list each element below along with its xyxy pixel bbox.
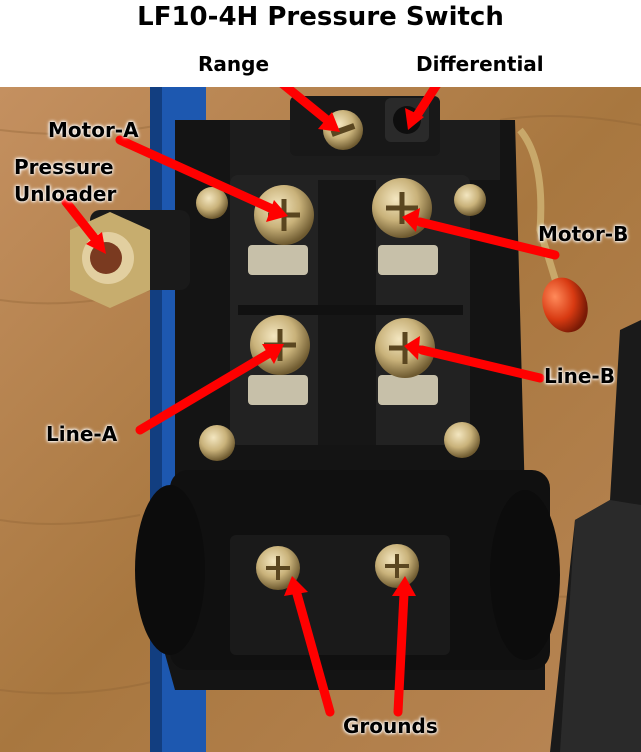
arrow-line-a [135,349,273,435]
wood-grain [0,115,641,695]
annotation-arrows [61,87,560,717]
label-range: Range [198,52,270,76]
label-grounds: Grounds [343,714,438,738]
arrow-ground-right [393,589,409,717]
label-line-b: Line-B [544,364,615,388]
arrow-motor-b [415,217,560,260]
red-knob [542,277,588,333]
label-pressure-unloader-line1: Pressure [14,155,114,179]
arrow-ground-left [292,589,335,717]
arrow-range [279,87,332,125]
label-motor-b: Motor-B [538,222,629,246]
arrow-line-b [417,345,545,383]
lever-rod [517,127,564,297]
arrow-pressure-unloader [61,197,101,245]
mounting-screws [196,184,486,461]
label-motor-a: Motor-A [48,118,139,142]
arrow-motor-a [115,135,275,213]
label-line-a: Line-A [46,422,118,446]
label-pressure-unloader-line2: Unloader [14,182,117,206]
arrow-differential [411,87,441,122]
label-pressure-unloader: Pressure Unloader [14,154,116,208]
figure-title: LF10-4H Pressure Switch [137,2,504,32]
pressure-switch-photo [0,87,641,752]
contact-plates [248,245,438,405]
label-differential: Differential [416,52,544,76]
